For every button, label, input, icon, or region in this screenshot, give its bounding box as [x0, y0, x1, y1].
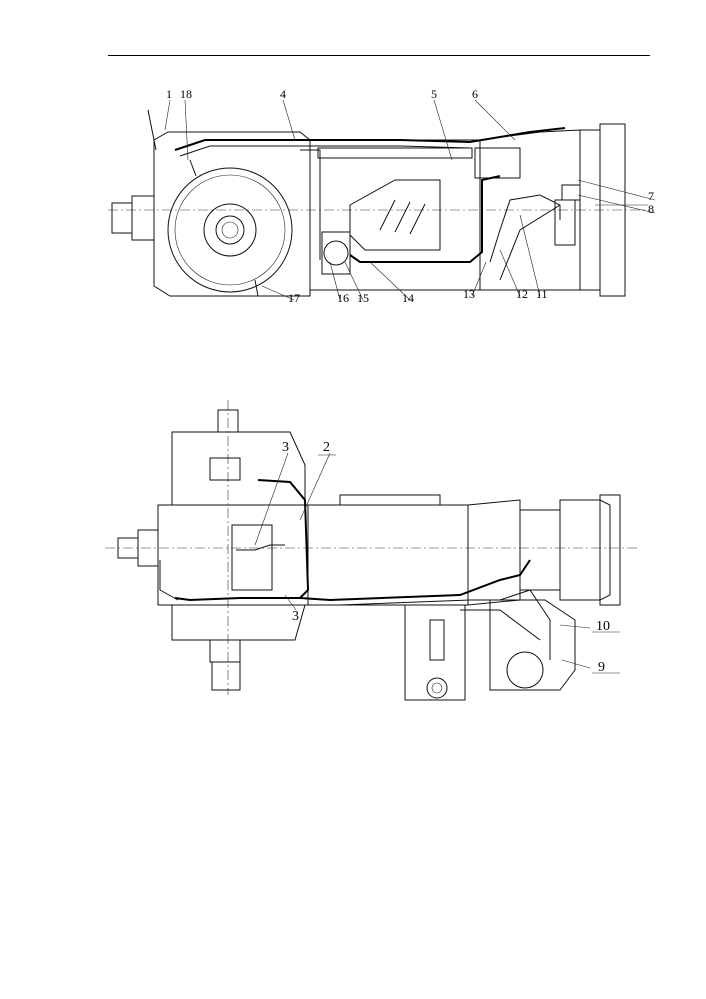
- leader-lines: [164, 99, 656, 301]
- callout-8: 8: [648, 202, 654, 216]
- callout-7: 7: [648, 189, 654, 203]
- main-pipe-top: [174, 127, 566, 151]
- callout-4: 4: [280, 87, 286, 101]
- callout-9: 9: [598, 660, 605, 675]
- header-rule: [108, 55, 650, 56]
- callout-11: 11: [536, 287, 548, 301]
- valve-block: [519, 509, 561, 591]
- inspection-cover: [349, 179, 441, 251]
- lower-housing: [171, 604, 306, 641]
- plan-pipe-left: [174, 479, 310, 602]
- gearbox-body: [309, 139, 481, 291]
- input-shaft: [111, 202, 133, 234]
- callout-2: 2: [323, 440, 330, 455]
- callout-6: 6: [472, 87, 478, 101]
- shaft-flange: [131, 195, 155, 241]
- lower-pipe: [349, 175, 501, 263]
- callout-17: 17: [288, 291, 300, 305]
- pump-unit: [321, 231, 351, 275]
- plan-leader-lines: [254, 452, 620, 674]
- side-elevation-view: 1 18 4 5 6 7 8 11 12 13 14 15 16 17: [108, 87, 656, 305]
- mounting-bracket: [404, 604, 466, 701]
- callout-12: 12: [516, 287, 528, 301]
- output-flange: [599, 123, 626, 297]
- plan-view: 3 2 3 10 9: [105, 400, 640, 701]
- callout-18: 18: [180, 87, 192, 101]
- callout-3-top: 3: [282, 440, 289, 455]
- callout-14: 14: [402, 291, 414, 305]
- upper-housing: [171, 431, 306, 506]
- callout-16: 16: [337, 291, 349, 305]
- callout-10: 10: [596, 619, 610, 634]
- callout-1: 1: [166, 87, 172, 101]
- pump-housing: [489, 599, 576, 691]
- callout-5: 5: [431, 87, 437, 101]
- callout-13: 13: [463, 287, 475, 301]
- large-gear: [167, 167, 293, 293]
- plan-transmission-body: [307, 504, 469, 606]
- plan-pipe-main: [299, 559, 531, 602]
- plan-output-flange: [559, 499, 611, 601]
- callout-3-bottom: 3: [292, 609, 299, 624]
- callout-15: 15: [357, 291, 369, 305]
